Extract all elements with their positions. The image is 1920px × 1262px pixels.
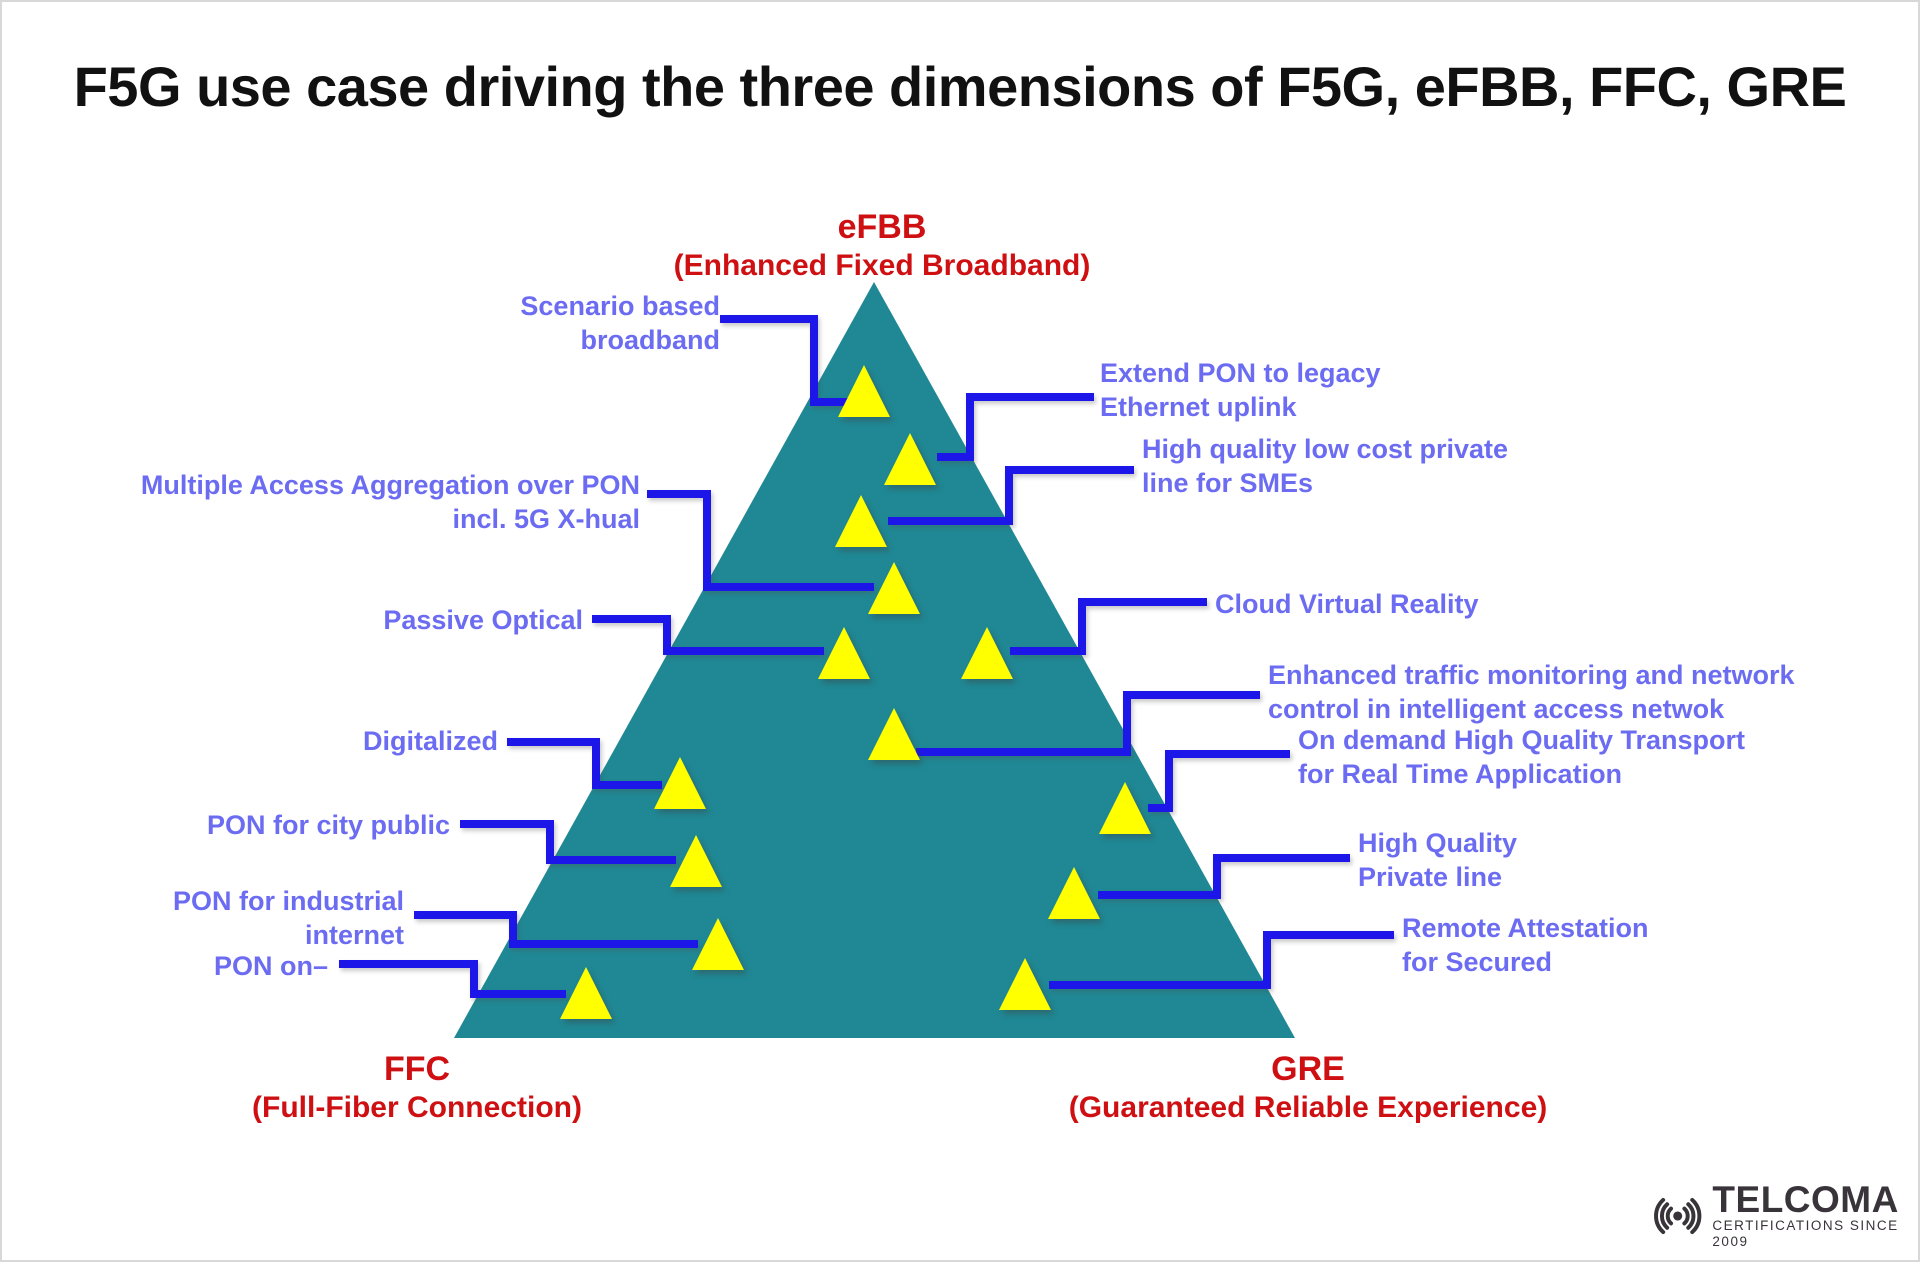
- connector-lines: [339, 315, 1394, 998]
- connector-pon-for-city-public: [460, 820, 676, 864]
- marker-enhanced-traffic-monitoring: [868, 708, 920, 760]
- marker-cloud-virtual-reality: [961, 627, 1013, 679]
- marker-high-quality-low-cost-private-line: [835, 495, 887, 547]
- logo-text: TELCOMA CERTIFICATIONS SINCE 2009: [1712, 1179, 1918, 1250]
- connector-multiple-access-aggregation: [647, 490, 874, 591]
- connector-passive-optical: [592, 615, 824, 655]
- marker-multiple-access-aggregation: [868, 562, 920, 614]
- broadcast-icon: [1654, 1197, 1702, 1235]
- logo-name: TELCOMA: [1712, 1179, 1899, 1220]
- label-pon-for-city-public: PON for city public: [206, 810, 450, 840]
- marker-pon-for-city-public: [670, 835, 722, 887]
- use-case-markers: [560, 365, 1151, 1019]
- label-passive-optical: Passive Optical: [383, 605, 583, 635]
- vertex-gre: GRE (Guaranteed Reliable Experience): [1048, 1050, 1568, 1128]
- vertex-efbb-abbr: eFBB: [837, 208, 927, 246]
- marker-pon-on: [560, 967, 612, 1019]
- connector-scenario-based-broadband: [720, 315, 852, 406]
- vertex-efbb: eFBB (Enhanced Fixed Broadband): [632, 208, 1132, 286]
- label-pon-for-industrial-internet: PON for industrial internet: [172, 886, 404, 950]
- vertex-ffc-abbr: FFC: [383, 1050, 451, 1088]
- logo-tagline: CERTIFICATIONS SINCE 2009: [1712, 1218, 1899, 1249]
- label-high-quality-private-line: High Quality Private line: [1358, 828, 1518, 892]
- label-enhanced-traffic-monitoring: Enhanced traffic monitoring and network …: [1268, 660, 1795, 724]
- connector-enhanced-traffic-monitoring: [916, 691, 1260, 756]
- label-multiple-access-aggregation: Multiple Access Aggregation over PON inc…: [140, 470, 640, 534]
- label-pon-on: PON on–: [213, 951, 328, 981]
- vertex-gre-abbr: GRE: [1271, 1050, 1345, 1088]
- vertex-ffc-full: (Full-Fiber Connection): [252, 1091, 582, 1124]
- pyramid-triangle: [454, 282, 1295, 1038]
- marker-extend-pon-legacy-ethernet: [884, 433, 936, 485]
- marker-digitalized: [654, 757, 706, 809]
- connector-cloud-virtual-reality: [1010, 598, 1207, 655]
- connector-high-quality-low-cost-private-line: [888, 466, 1134, 525]
- connector-pon-for-industrial-internet: [414, 911, 698, 948]
- label-remote-attestation: Remote Attestation for Secured: [1402, 913, 1649, 977]
- label-on-demand-high-quality-transport: On demand High Quality Transport for Rea…: [1298, 725, 1746, 789]
- connector-high-quality-private-line: [1098, 854, 1350, 899]
- connector-remote-attestation: [1049, 931, 1394, 989]
- connector-digitalized: [507, 738, 662, 789]
- marker-remote-attestation: [999, 958, 1051, 1010]
- label-cloud-virtual-reality: Cloud Virtual Reality: [1215, 589, 1479, 619]
- vertex-gre-full: (Guaranteed Reliable Experience): [1068, 1091, 1548, 1124]
- page-title: F5G use case driving the three dimension…: [73, 55, 1847, 118]
- marker-pon-for-industrial-internet: [692, 918, 744, 970]
- label-extend-pon-legacy-ethernet: Extend PON to legacy Ethernet uplink: [1100, 358, 1381, 422]
- vertex-efbb-full: (Enhanced Fixed Broadband): [673, 249, 1091, 282]
- vertex-ffc: FFC (Full-Fiber Connection): [162, 1050, 672, 1128]
- telcoma-logo: TELCOMA CERTIFICATIONS SINCE 2009: [1647, 1179, 1918, 1250]
- label-high-quality-low-cost-private-line: High quality low cost private line for S…: [1142, 434, 1509, 498]
- marker-scenario-based-broadband: [838, 365, 890, 417]
- connector-on-demand-high-quality-transport: [1148, 750, 1290, 812]
- label-scenario-based-broadband: Scenario based broadband: [520, 291, 720, 355]
- marker-high-quality-private-line: [1048, 867, 1100, 919]
- pyramid-shape: [454, 282, 1295, 1038]
- connector-extend-pon-legacy-ethernet: [937, 393, 1094, 461]
- marker-passive-optical: [818, 627, 870, 679]
- connector-pon-on: [339, 960, 566, 998]
- marker-on-demand-high-quality-transport: [1099, 782, 1151, 834]
- label-digitalized: Digitalized: [362, 726, 498, 756]
